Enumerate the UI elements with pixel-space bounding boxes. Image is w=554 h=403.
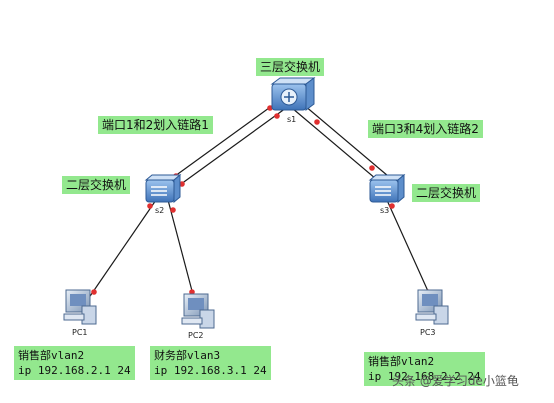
s3-tag: s3	[380, 206, 390, 215]
left-switch-icon	[144, 173, 182, 204]
right-switch-icon	[368, 173, 406, 204]
pc2-ip: ip 192.168.3.1 24	[154, 364, 267, 377]
pc2-info: 财务部vlan3 ip 192.168.3.1 24	[150, 346, 271, 380]
pc3-dept: 销售部vlan2	[368, 355, 435, 368]
pc1-ip: ip 192.168.2.1 24	[18, 364, 131, 377]
left-switch-label: 二层交换机	[62, 176, 131, 194]
pc3-icon	[415, 289, 449, 325]
pc1-icon	[63, 289, 97, 325]
pc2-tag: PC2	[188, 331, 204, 340]
link-s1-s2	[163, 99, 287, 193]
pc2-icon	[181, 293, 215, 329]
access-links	[85, 197, 433, 307]
s1-tag: s1	[287, 115, 297, 124]
pc3-tag: PC3	[420, 328, 436, 337]
pc1-info: 销售部vlan2 ip 192.168.2.1 24	[14, 346, 135, 380]
pc1-dept: 销售部vlan2	[18, 349, 85, 362]
pc1-tag: PC1	[72, 328, 88, 337]
link2-label: 端口3和4划入链路2	[368, 120, 483, 138]
link-s1-s3	[291, 99, 389, 185]
pc3-info: 销售部vlan2 ip 192.168.2.2 24	[364, 352, 485, 386]
pc3-ip: ip 192.168.2.2 24	[368, 370, 481, 383]
s2-tag: s2	[155, 206, 165, 215]
pc2-dept: 财务部vlan3	[154, 349, 221, 362]
core-switch-icon	[270, 77, 316, 111]
link1-label: 端口1和2划入链路1	[98, 116, 213, 134]
watermark: 头条 @爱学习de小篮龟	[392, 374, 519, 388]
core-switch-label: 三层交换机	[256, 58, 325, 76]
right-switch-label: 二层交换机	[412, 184, 481, 202]
